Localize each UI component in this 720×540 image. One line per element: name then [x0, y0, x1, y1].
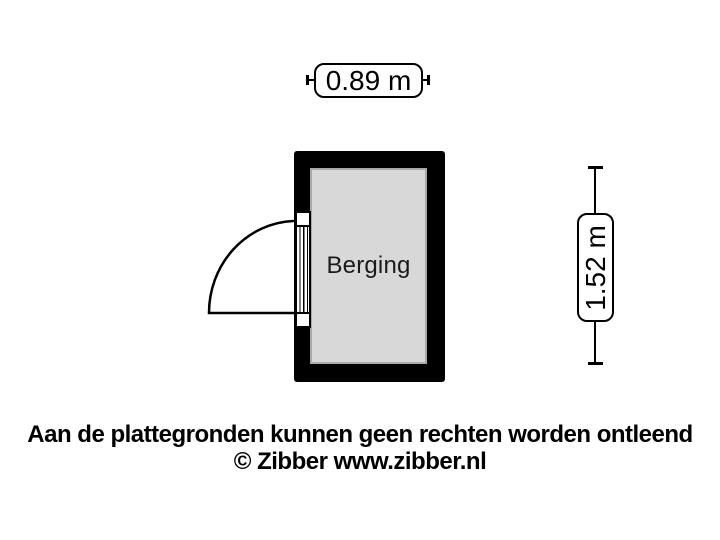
height-dimension-label: 1.52 m	[577, 213, 614, 322]
disclaimer-text: Aan de plattegronden kunnen geen rechten…	[27, 421, 693, 448]
width-dimension-value: 0.89 m	[325, 64, 412, 96]
door-frame	[295, 211, 311, 328]
height-dimension-tick-top	[588, 166, 603, 169]
copyright-text: © Zibber www.zibber.nl	[233, 448, 487, 475]
width-dimension-tick-left	[306, 75, 309, 85]
door-leaf	[297, 227, 309, 312]
room-floor: Berging	[310, 168, 427, 364]
footer: Aan de plattegronden kunnen geen rechten…	[0, 421, 720, 475]
height-dimension-value: 1.52 m	[579, 224, 611, 311]
width-dimension-label: 0.89 m	[314, 63, 423, 98]
width-dimension-tick-right	[427, 75, 430, 85]
height-dimension-tick-bottom	[588, 362, 603, 365]
room-name-label: Berging	[326, 252, 411, 279]
door-jamb-bottom	[297, 312, 309, 326]
door-jamb-top	[297, 213, 309, 227]
